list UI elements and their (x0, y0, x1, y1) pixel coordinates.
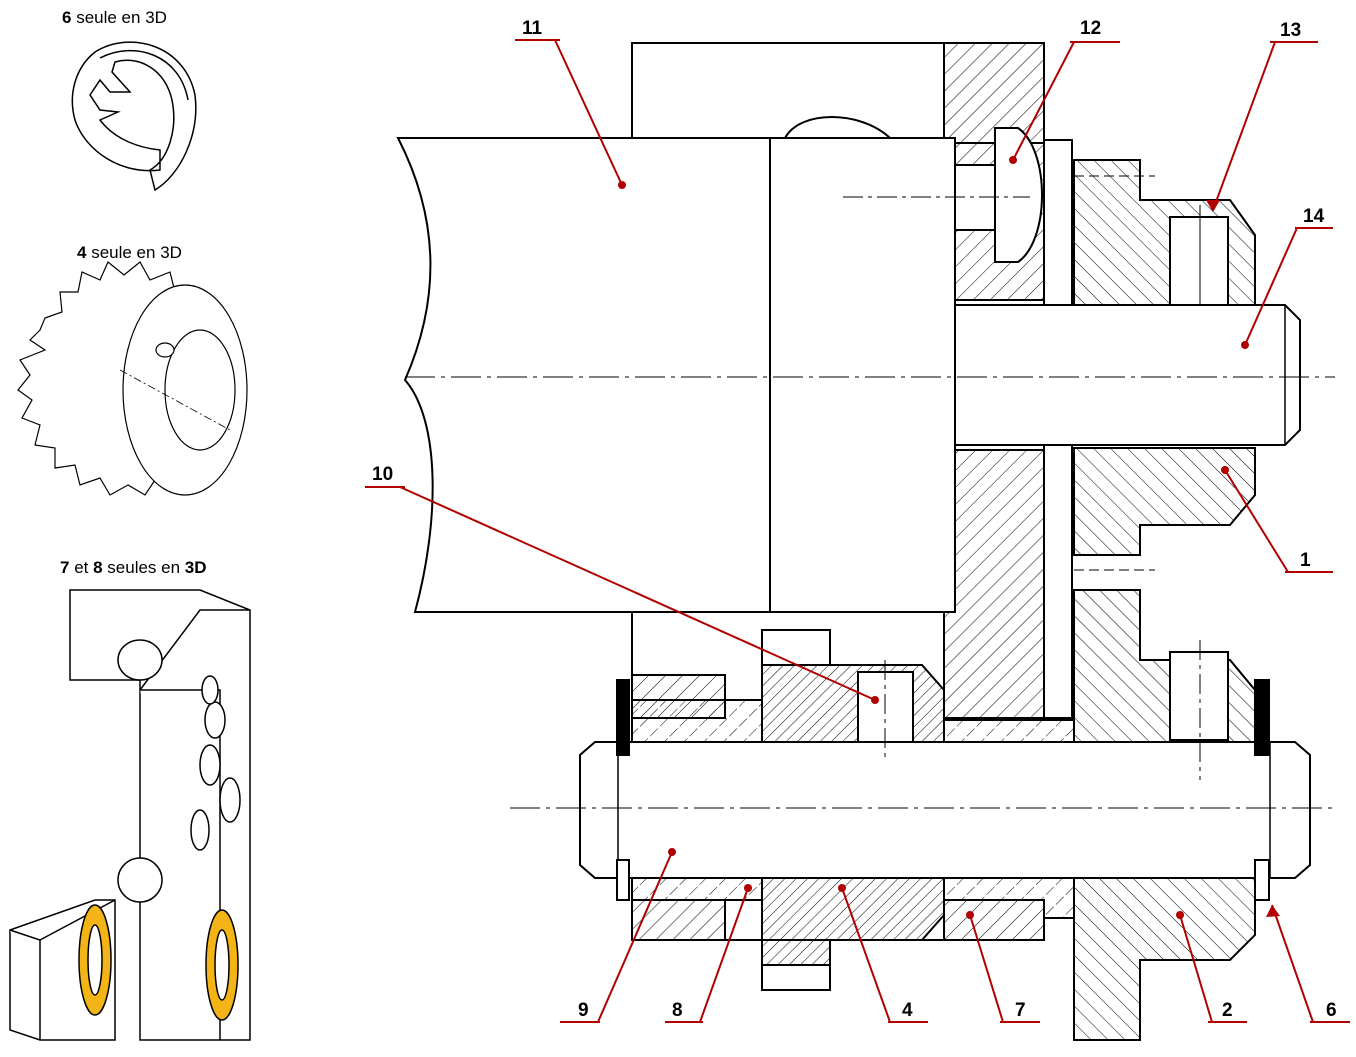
motor-body (396, 137, 771, 613)
label-12: 12 (1080, 18, 1101, 39)
label-14: 14 (1303, 206, 1325, 227)
label-7: 7 (1015, 1000, 1026, 1021)
label-2: 2 (1222, 1000, 1233, 1021)
shaft-14 (954, 304, 1301, 446)
caption-parts-7-8: 7 et 8 seules en 3D (60, 558, 207, 577)
label-6: 6 (1326, 1000, 1337, 1021)
bushing-7 (943, 899, 1045, 941)
parts-7-8-3d-view (9, 589, 251, 1041)
shaft-9 (579, 741, 1311, 879)
callout-dots (618, 156, 1280, 919)
caption-part-6: 6 seule en 3D (62, 8, 167, 27)
part-4-3d-view (17, 261, 248, 496)
caption-part-4: 4 seule en 3D (77, 243, 182, 262)
eclip-6-left (616, 679, 630, 756)
set-screw-lower (1169, 651, 1229, 741)
label-1: 1 (1300, 550, 1311, 571)
screw-12 (994, 127, 1043, 263)
eclip-6-right (1254, 679, 1270, 756)
set-screw-13 (1169, 216, 1229, 306)
bushing-8 (631, 899, 726, 941)
callouts (365, 39, 1350, 1023)
label-9: 9 (578, 1000, 589, 1021)
part-6-3d-view (71, 41, 197, 192)
label-11: 11 (522, 18, 543, 39)
label-4: 4 (902, 1000, 913, 1021)
label-13: 13 (1280, 20, 1301, 41)
gear-4-top (761, 664, 945, 743)
section-view (396, 42, 1335, 1041)
label-8: 8 (672, 1000, 683, 1021)
label-10: 10 (372, 464, 393, 485)
